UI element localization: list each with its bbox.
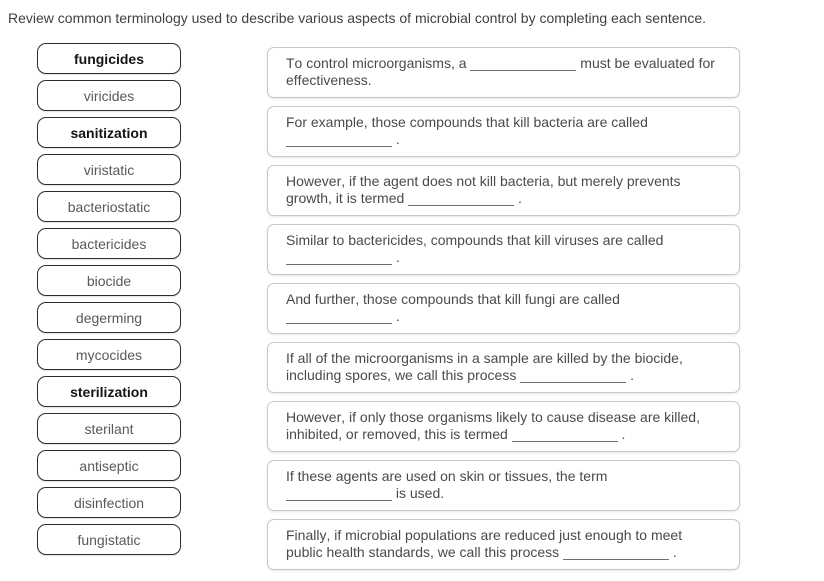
answer-blank-2[interactable] xyxy=(286,134,392,147)
instructions-text: Review common terminology used to descri… xyxy=(8,10,707,26)
term-chip-sterilant[interactable]: sterilant xyxy=(37,413,181,444)
term-chip-viristatic[interactable]: viristatic xyxy=(37,154,181,185)
term-label: viricides xyxy=(83,87,135,104)
sentence-text-before: For example, those compounds that kill b… xyxy=(286,114,648,130)
sentence-text-after: . xyxy=(392,249,400,265)
answer-blank-5[interactable] xyxy=(286,311,392,324)
term-label: bactericides xyxy=(71,235,147,252)
term-chip-antiseptic[interactable]: antiseptic xyxy=(37,450,181,481)
term-label: viristatic xyxy=(83,161,135,178)
term-chip-biocide[interactable]: biocide xyxy=(37,265,181,296)
exercise-layout: fungicides viricides sanitization virist… xyxy=(37,43,824,578)
sentence-text-before: If all of the microorganisms in a sample… xyxy=(286,350,683,383)
sentence-list: To control microorganisms, a must be eva… xyxy=(267,47,740,578)
term-label: biocide xyxy=(86,272,132,289)
sentence-box-4: Similar to bactericides, compounds that … xyxy=(267,224,740,275)
term-chip-disinfection[interactable]: disinfection xyxy=(37,487,181,518)
term-label: bacteriostatic xyxy=(67,198,151,215)
term-chip-mycocides[interactable]: mycocides xyxy=(37,339,181,370)
term-bank: fungicides viricides sanitization virist… xyxy=(37,43,181,578)
sentence-text-after: is used. xyxy=(392,485,445,501)
term-chip-bacteriostatic[interactable]: bacteriostatic xyxy=(37,191,181,222)
answer-blank-4[interactable] xyxy=(286,252,392,265)
sentence-text-before: Similar to bactericides, compounds that … xyxy=(286,232,664,248)
answer-blank-8[interactable] xyxy=(286,488,392,501)
sentence-box-6: If all of the microorganisms in a sample… xyxy=(267,342,740,393)
sentence-text-before: To control microorganisms, a xyxy=(286,55,471,71)
term-label: disinfection xyxy=(73,494,145,511)
sentence-text-after: . xyxy=(617,426,626,442)
sentence-box-8: If these agents are used on skin or tiss… xyxy=(267,460,740,511)
term-chip-fungicides[interactable]: fungicides xyxy=(37,43,181,74)
sentence-text-after: . xyxy=(626,367,635,383)
sentence-text-before: However, if only those organisms likely … xyxy=(286,409,700,442)
term-label: sterilant xyxy=(84,420,134,437)
term-chip-sterilization[interactable]: sterilization xyxy=(37,376,181,407)
term-chip-bactericides[interactable]: bactericides xyxy=(37,228,181,259)
sentence-text-after: . xyxy=(392,308,400,324)
term-chip-fungistatic[interactable]: fungistatic xyxy=(37,524,181,555)
answer-blank-9[interactable] xyxy=(563,547,670,560)
term-label: mycocides xyxy=(75,346,143,363)
answer-blank-6[interactable] xyxy=(520,370,627,383)
sentence-box-1: To control microorganisms, a must be eva… xyxy=(267,47,740,98)
term-label: sterilization xyxy=(70,383,148,400)
sentence-text-before: And further, those compounds that kill f… xyxy=(286,291,620,307)
sentence-box-2: For example, those compounds that kill b… xyxy=(267,106,740,157)
term-label: sanitization xyxy=(70,124,148,141)
sentence-text-before: Finally, if microbial populations are re… xyxy=(286,527,683,560)
sentence-box-9: Finally, if microbial populations are re… xyxy=(267,519,740,570)
answer-blank-7[interactable] xyxy=(511,429,618,442)
term-label: fungistatic xyxy=(77,531,141,548)
sentence-text-after: . xyxy=(514,190,522,206)
term-chip-viricides[interactable]: viricides xyxy=(37,80,181,111)
term-label: antiseptic xyxy=(79,457,139,474)
sentence-text-after: . xyxy=(392,131,400,147)
term-label: degerming xyxy=(75,309,143,326)
sentence-text-after: must be evaluated for effectiveness. xyxy=(286,55,715,88)
term-label: fungicides xyxy=(73,50,144,67)
term-chip-degerming[interactable]: degerming xyxy=(37,302,181,333)
sentence-text-after: . xyxy=(669,544,677,560)
term-chip-sanitization[interactable]: sanitization xyxy=(37,117,181,148)
sentence-text-before: If these agents are used on skin or tiss… xyxy=(286,468,608,484)
sentence-box-7: However, if only those organisms likely … xyxy=(267,401,740,452)
sentence-box-3: However, if the agent does not kill bact… xyxy=(267,165,740,216)
answer-blank-1[interactable] xyxy=(470,58,577,71)
answer-blank-3[interactable] xyxy=(408,193,515,206)
sentence-text-before: However, if the agent does not kill bact… xyxy=(286,173,681,206)
sentence-box-5: And further, those compounds that kill f… xyxy=(267,283,740,334)
